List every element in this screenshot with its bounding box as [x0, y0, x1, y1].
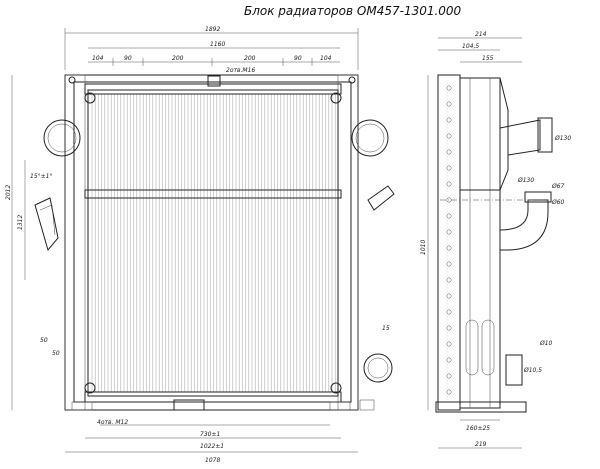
flange-hole: [446, 357, 452, 363]
dim-seg-2: 90: [124, 55, 132, 62]
flange-hole: [446, 181, 452, 187]
drawing-title: Блок радиаторов ОМ457-1301.000: [244, 4, 462, 18]
dim-bottom-2: 1022±1: [200, 443, 224, 450]
side-dim-top-1: 214: [475, 31, 487, 38]
dim-bottom-1: 730±1: [200, 431, 220, 438]
dim-angle: 15°±1°: [30, 173, 52, 180]
side-dim-top-2: 104,5: [462, 43, 479, 50]
side-dim-top-3: 155: [482, 55, 494, 62]
dim-small-15: 15: [382, 325, 390, 332]
dim-seg-5: 90: [294, 55, 302, 62]
flange-hole: [446, 373, 452, 379]
dim-seg-1: 104: [92, 55, 104, 62]
dim-m12-label: 4отв. М12: [97, 419, 128, 426]
flange-hole: [446, 309, 452, 315]
side-dim-d130a: Ø130: [554, 135, 571, 142]
side-dim-d60: Ø60: [551, 199, 565, 206]
flange-hole: [446, 293, 452, 299]
side-dim-left: 1010: [420, 240, 427, 255]
flange-hole: [446, 389, 452, 395]
dim-left-height: 2012: [5, 185, 12, 200]
dim-bottom-3: 1078: [205, 457, 220, 464]
side-dim-d10: Ø10: [539, 340, 553, 347]
flange-hole: [446, 341, 452, 347]
dim-small-50a: 50: [40, 337, 48, 344]
core-fins: [91, 94, 336, 392]
dim-top-inner: 1160: [210, 41, 225, 48]
flange-hole: [446, 149, 452, 155]
flange-hole: [446, 117, 452, 123]
side-flange-holes: [446, 85, 452, 395]
flange-hole: [446, 133, 452, 139]
flange-hole: [446, 85, 452, 91]
flange-hole: [446, 101, 452, 107]
dim-seg-6: 104: [320, 55, 332, 62]
flange-hole: [446, 245, 452, 251]
dim-top-overall: 1892: [205, 26, 220, 33]
flange-hole: [446, 165, 452, 171]
side-dim-d130b: Ø130: [517, 177, 534, 184]
side-dim-d67: Ø67: [551, 183, 565, 190]
dim-seg-4: 200: [244, 55, 256, 62]
flange-hole: [446, 261, 452, 267]
side-dim-bottom-2: 219: [475, 441, 487, 448]
flange-hole: [446, 213, 452, 219]
side-dim-d10-5: Ø10,5: [523, 367, 542, 374]
flange-hole: [446, 229, 452, 235]
dim-small-50b: 50: [52, 350, 60, 357]
side-view: 214 104,5 155 Ø130 Ø67 Ø60 Ø130 Ø10 Ø10,…: [420, 31, 571, 449]
dim-seg-3: 200: [172, 55, 184, 62]
flange-hole: [446, 325, 452, 331]
dim-thread-top: 2отв.М16: [226, 67, 255, 74]
flange-hole: [446, 277, 452, 283]
dim-left-inner: 1312: [17, 215, 24, 230]
front-view: 1892 1160 104 90 200 200 90 104 2отв.М16: [5, 26, 395, 464]
side-dim-bottom-1: 160±25: [466, 425, 490, 432]
